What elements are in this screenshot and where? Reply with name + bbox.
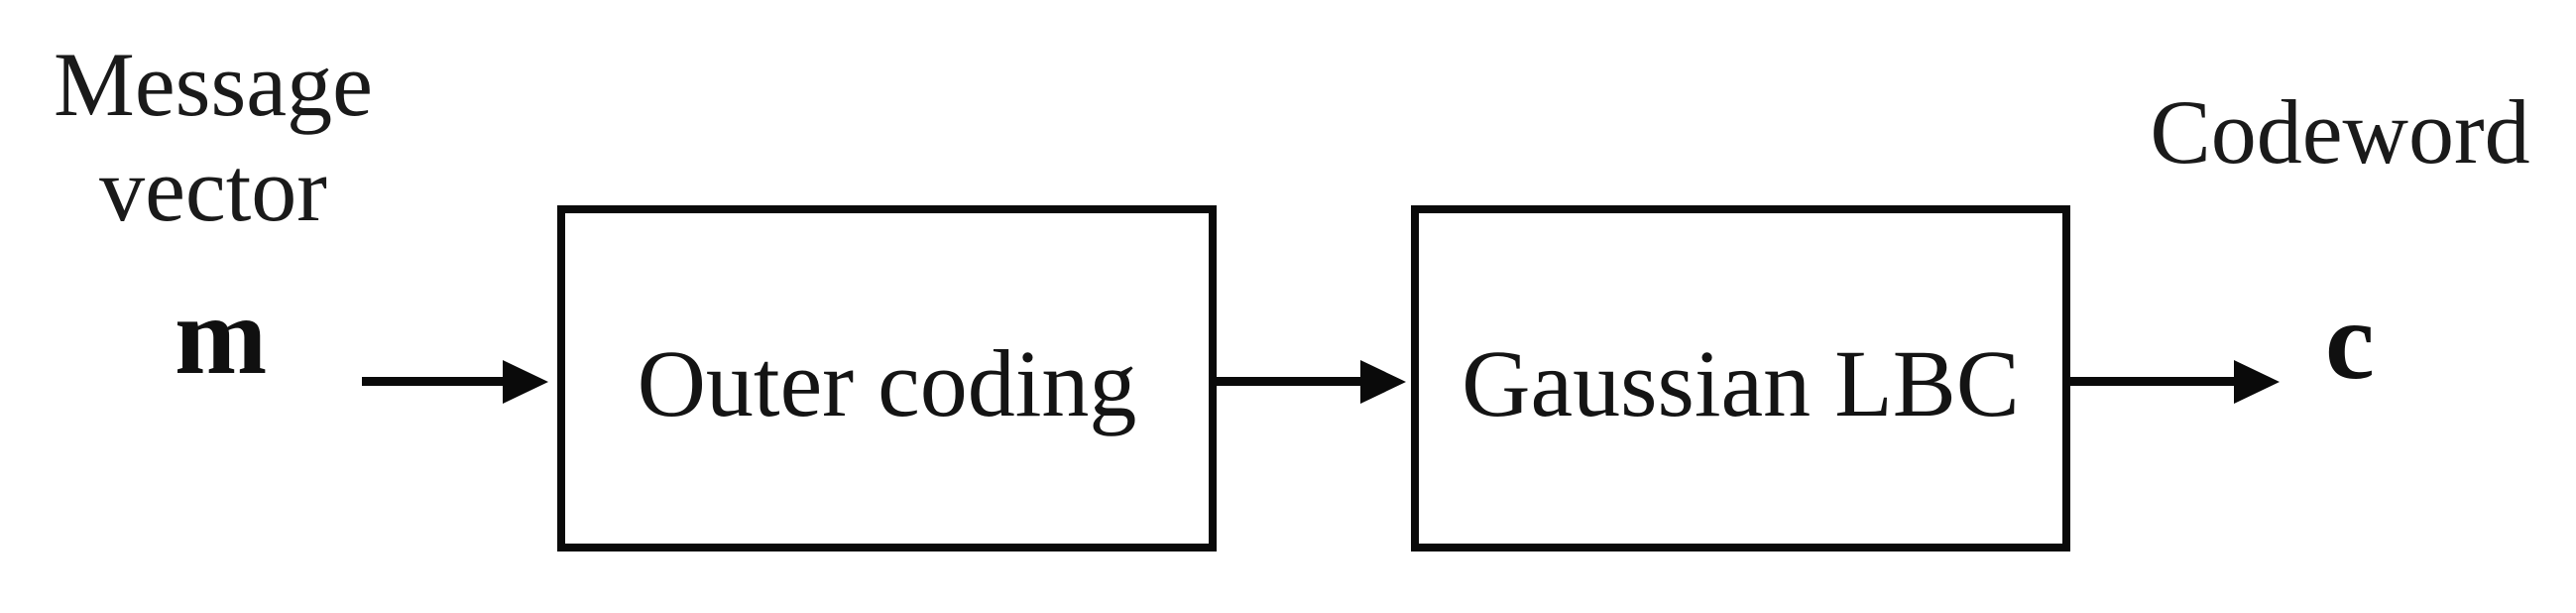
block-outer-coding-label: Outer coding: [637, 329, 1137, 436]
arrow-input-to-outer-coding: [362, 377, 503, 386]
input-symbol-m: m: [175, 275, 268, 398]
block-outer-coding: Outer coding: [557, 205, 1217, 552]
block-gaussian-lbc-label: Gaussian LBC: [1462, 329, 2020, 436]
output-label-text: Codeword: [2150, 81, 2530, 183]
input-label: Message vector: [20, 32, 407, 242]
block-gaussian-lbc: Gaussian LBC: [1411, 205, 2070, 552]
input-label-line2: vector: [99, 139, 327, 240]
arrow-outer-coding-to-gaussian-lbc: [1217, 377, 1360, 386]
input-label-line1: Message: [54, 34, 373, 135]
output-label: Codeword: [2112, 79, 2568, 184]
arrow-gaussian-lbc-to-codeword: [2070, 377, 2234, 386]
output-symbol-c: c: [2325, 280, 2375, 403]
